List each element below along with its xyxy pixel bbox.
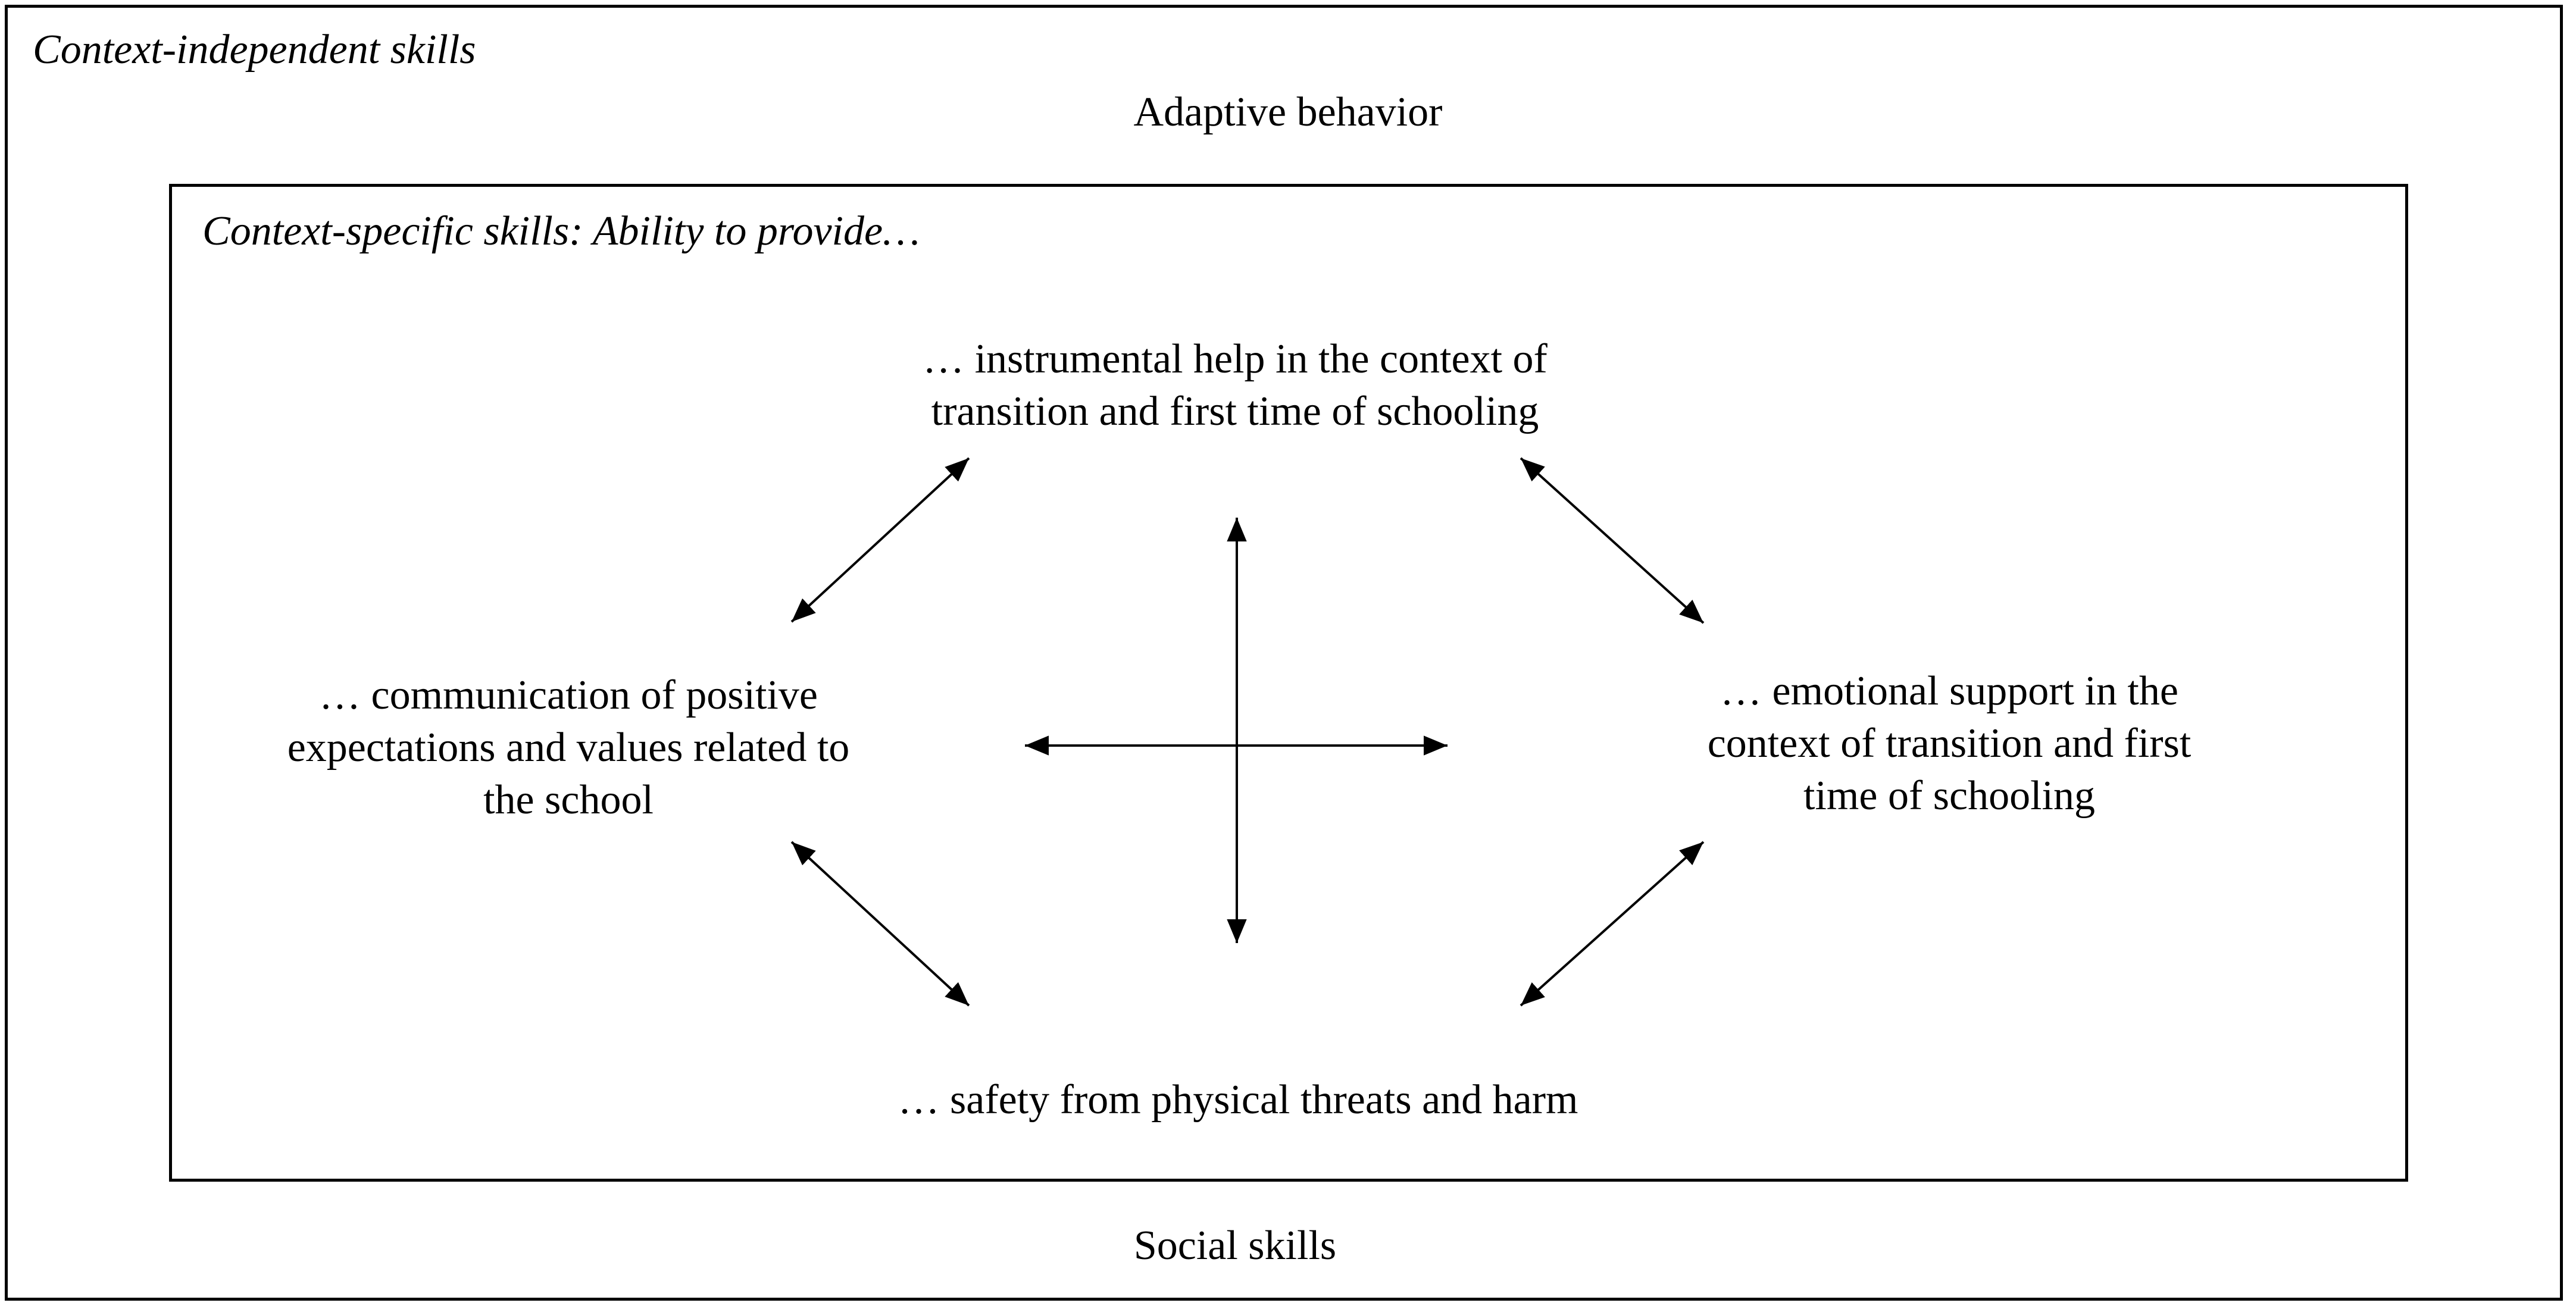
arrow-top-left: [790, 457, 970, 623]
node-communication-line-2: expectations and values related to: [287, 725, 850, 771]
node-communication-line-3: the school: [483, 777, 654, 823]
node-safety-line-1: … safety from physical threats and harm: [898, 1077, 1578, 1123]
node-emotional-support-line-1: … emotional support in the: [1720, 668, 2178, 714]
node-emotional-support: … emotional support in the context of tr…: [1607, 665, 2291, 822]
node-emotional-support-line-3: time of schooling: [1803, 773, 2095, 819]
adaptive-behavior-label: Adaptive behavior: [1133, 89, 1443, 135]
arrow-right-bottom: [1520, 841, 1705, 1007]
node-communication-expectations: … communication of positive expectations…: [211, 669, 926, 826]
node-emotional-support-line-2: context of transition and first: [1707, 721, 2192, 766]
inner-box-context-specific: [169, 184, 2408, 1182]
node-instrumental-help-line-1: … instrumental help in the context of: [923, 336, 1548, 382]
node-safety: … safety from physical threats and harm: [792, 1074, 1684, 1126]
node-instrumental-help-line-2: transition and first time of schooling: [931, 389, 1539, 434]
arrow-left-bottom: [790, 841, 970, 1007]
inner-box-label: Context-specific skills: Ability to prov…: [202, 208, 920, 254]
node-communication-line-1: … communication of positive: [319, 672, 818, 718]
node-instrumental-help: … instrumental help in the context of tr…: [833, 333, 1637, 438]
arrow-top-right: [1520, 457, 1705, 624]
outer-box-label: Context-independent skills: [33, 27, 476, 73]
social-skills-label: Social skills: [1133, 1223, 1337, 1269]
outer-box-context-independent: [5, 5, 2563, 1301]
